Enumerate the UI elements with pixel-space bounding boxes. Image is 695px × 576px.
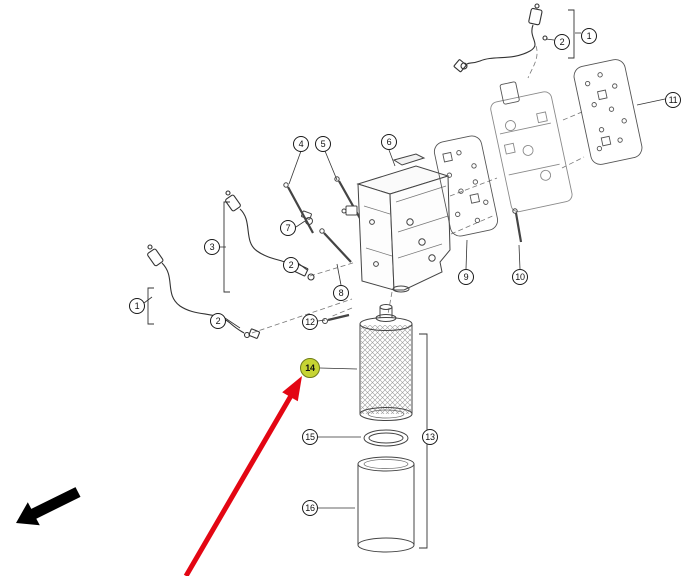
callout-3[interactable]: 3 (204, 239, 220, 255)
valve-manifold (341, 153, 451, 293)
end-plate-11 (573, 59, 643, 165)
mounting-bolts (283, 176, 367, 263)
wiring-harness-middle (225, 190, 315, 281)
callout-14-highlighted[interactable]: 14 (300, 358, 320, 378)
callout-8[interactable]: 8 (333, 285, 349, 301)
assembly-bolt-10 (512, 208, 523, 243)
solenoid-valve-small (300, 210, 313, 225)
callout-10[interactable]: 10 (512, 269, 528, 285)
filter-element (359, 304, 413, 421)
callout-2-connector[interactable]: 2 (283, 257, 299, 273)
callout-1-top[interactable]: 1 (581, 28, 597, 44)
wiring-harness-top (453, 3, 548, 73)
direction-arrow (16, 487, 81, 526)
callout-12[interactable]: 12 (302, 314, 318, 330)
callout-1-left[interactable]: 1 (129, 298, 145, 314)
callout-11[interactable]: 11 (665, 92, 681, 108)
callout-15[interactable]: 15 (302, 429, 318, 445)
valve-assembly-upper (490, 81, 573, 213)
callout-2-top[interactable]: 2 (554, 34, 570, 50)
wiring-harness-left (147, 244, 261, 339)
gasket-plate-9 (433, 135, 499, 237)
pointer-arrow (183, 376, 302, 576)
callout-7[interactable]: 7 (280, 220, 296, 236)
callout-4[interactable]: 4 (293, 136, 309, 152)
callout-2-left[interactable]: 2 (210, 313, 226, 329)
callout-9[interactable]: 9 (458, 269, 474, 285)
callout-6[interactable]: 6 (381, 134, 397, 150)
group-leader-lines (143, 32, 666, 509)
callout-16[interactable]: 16 (302, 500, 318, 516)
fitting-bolt-12 (322, 313, 350, 324)
callout-5[interactable]: 5 (315, 136, 331, 152)
callout-13[interactable]: 13 (422, 429, 438, 445)
filter-canister (357, 456, 415, 553)
o-ring (363, 429, 409, 447)
